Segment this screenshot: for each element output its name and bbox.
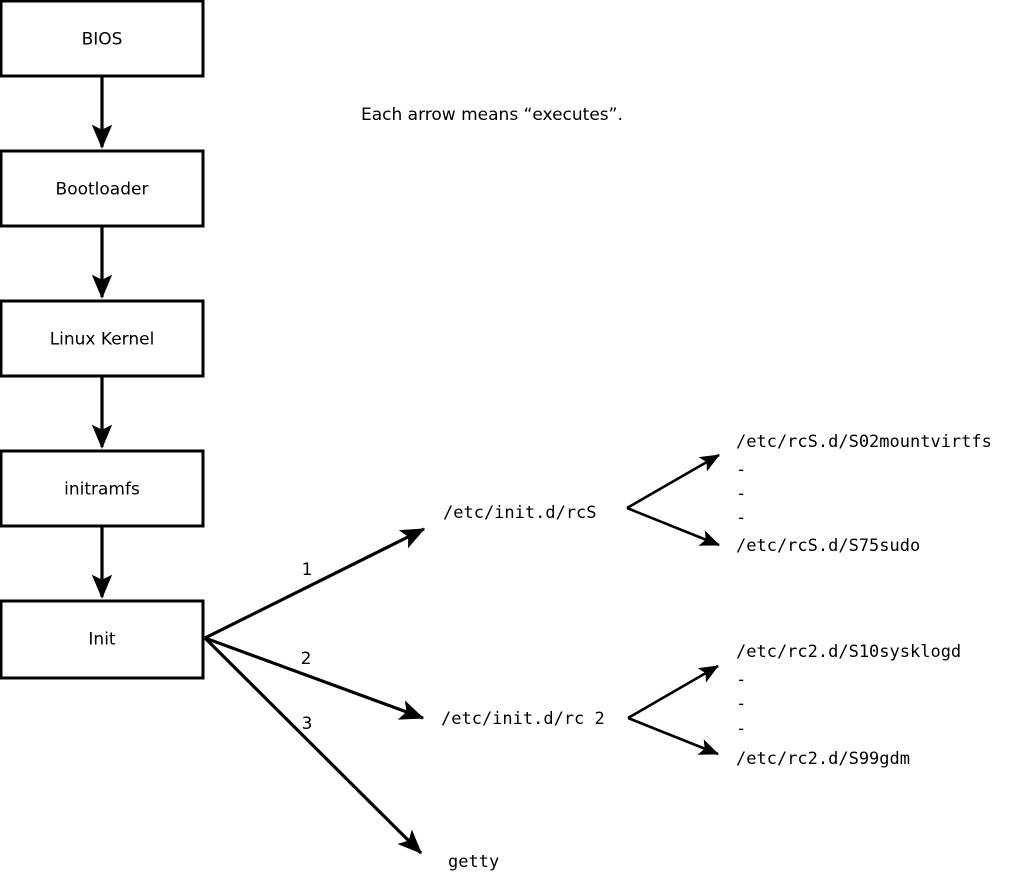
stage-box-linux-kernel-label: Linux Kernel xyxy=(50,330,155,350)
stage-box-bootloader[interactable]: Bootloader xyxy=(0,149,205,228)
stage-box-bios-rect xyxy=(0,0,205,78)
stage-box-bootloader-label: Bootloader xyxy=(56,180,149,200)
arrow-rc2-to-first xyxy=(627,664,719,720)
arrow-init-to-getty xyxy=(203,636,423,855)
stage-box-bootloader-rect xyxy=(0,149,205,228)
stage-box-initramfs[interactable]: initramfs xyxy=(0,449,205,528)
arrow-label-1: 1 xyxy=(302,560,313,580)
node-label-rcs-last: /etc/rcS.d/S75sudo xyxy=(736,536,920,556)
arrow-rcs-to-first xyxy=(626,453,720,510)
stage-box-init-rect xyxy=(0,599,205,680)
node-label-rc2-last: /etc/rc2.d/S99gdm xyxy=(736,749,910,769)
arrow-label-3: 3 xyxy=(302,714,313,734)
node-label-rcs: /etc/init.d/rcS xyxy=(443,503,597,523)
ellipsis-dash-rc2-3: - xyxy=(736,719,746,739)
node-label-rc2-first: /etc/rc2.d/S10sysklogd xyxy=(736,642,961,662)
ellipsis-dash-rcs-1: - xyxy=(736,460,746,480)
ellipsis-dash-rcs-2: - xyxy=(736,484,746,504)
ellipsis-dash-rc2-2: - xyxy=(736,694,746,714)
stage-box-linux-kernel[interactable]: Linux Kernel xyxy=(0,299,205,378)
arrow-rc2-to-last xyxy=(627,716,719,756)
stage-box-bios[interactable]: BIOS xyxy=(0,0,205,78)
arrow-label-2: 2 xyxy=(301,649,312,669)
stage-box-init[interactable]: Init xyxy=(0,599,205,680)
ellipsis-dash-rc2-1: - xyxy=(736,670,746,690)
arrow-rcs-to-last xyxy=(626,506,720,547)
stage-box-initramfs-label: initramfs xyxy=(64,480,140,500)
arrow-init-to-rc2 xyxy=(204,636,425,720)
node-label-getty: getty xyxy=(448,852,499,872)
stage-box-init-label: Init xyxy=(88,630,116,650)
node-label-rcs-first: /etc/rcS.d/S02mountvirtfs xyxy=(736,432,992,452)
stage-box-initramfs-rect xyxy=(0,449,205,528)
legend-note: Each arrow means “executes”. xyxy=(361,105,623,125)
node-label-rc2: /etc/init.d/rc 2 xyxy=(441,709,605,729)
stage-box-bios-label: BIOS xyxy=(82,30,123,50)
arrow-init-to-rcs xyxy=(204,527,426,640)
ellipsis-dash-rcs-3: - xyxy=(736,508,746,528)
